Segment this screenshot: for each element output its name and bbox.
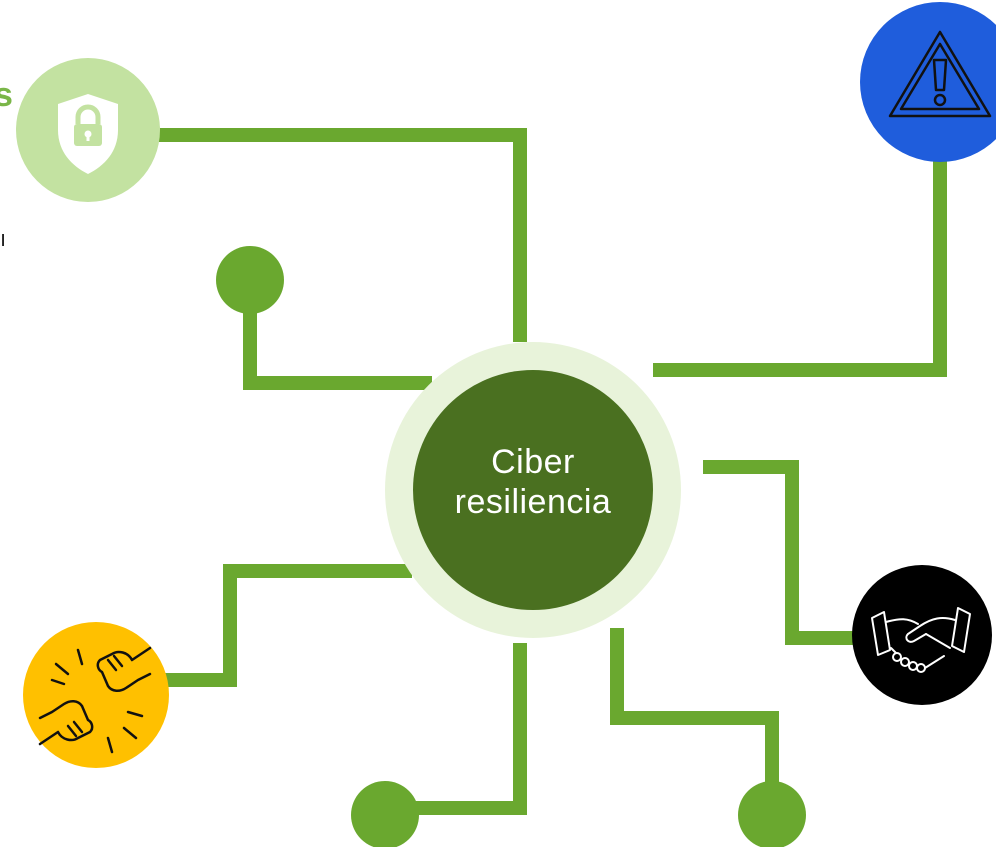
node-fistbump — [23, 622, 169, 768]
connector-bottom-left-dot — [378, 643, 527, 815]
connector-fistbump — [153, 564, 412, 687]
warning-icon — [888, 30, 992, 118]
handshake-icon — [871, 607, 971, 673]
terminal-dot-bottom-right — [738, 781, 806, 847]
connector-bottom-right-dot — [610, 628, 779, 807]
shield-lock-icon — [58, 94, 118, 174]
connector-shield — [148, 128, 527, 342]
connector-warning — [653, 143, 947, 377]
fist-bump-icon — [38, 646, 152, 754]
node-shield — [16, 58, 160, 202]
node-warning — [860, 2, 996, 162]
node-handshake — [852, 565, 992, 705]
connector-lines — [148, 128, 947, 815]
connector-handshake — [703, 460, 862, 645]
edge-text-fragment-top: s — [0, 76, 13, 114]
edge-text-fragment-mid: ı — [0, 226, 7, 251]
terminal-dot-top-left — [216, 246, 284, 314]
center-hub-inner — [413, 370, 653, 610]
connector-top-left-dot — [243, 273, 432, 390]
terminal-dot-bottom-left — [351, 781, 419, 847]
